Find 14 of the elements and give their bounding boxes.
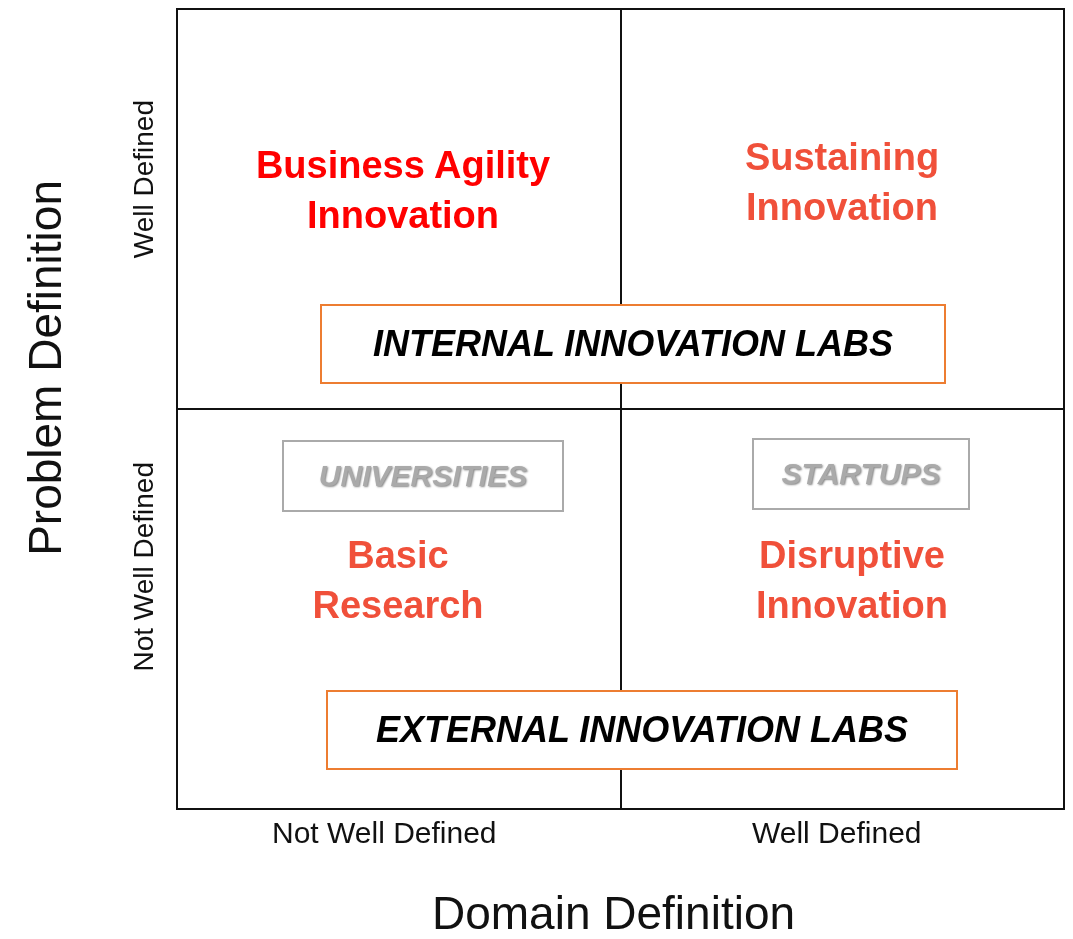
quadrant-title: Disruptive Innovation bbox=[754, 533, 950, 628]
axis-tick-label: Not Well Defined bbox=[272, 816, 497, 850]
quadrant-title: Sustaining Innovation bbox=[743, 135, 941, 230]
label-banner: EXTERNAL INNOVATION LABS bbox=[326, 690, 958, 770]
quadrant-title: Business Agility Innovation bbox=[254, 143, 552, 238]
axis-title: Problem Definition bbox=[18, 180, 72, 556]
quadrant-title: Basic Research bbox=[311, 533, 485, 628]
axis-tick-label: Well Defined bbox=[752, 816, 922, 850]
axis-tick-label: Not Well Defined bbox=[128, 462, 160, 672]
category-tag: STARTUPS bbox=[752, 438, 970, 510]
axis-tick-label: Well Defined bbox=[128, 100, 160, 259]
category-tag: UNIVERSITIES bbox=[282, 440, 564, 512]
axis-title: Domain Definition bbox=[432, 886, 796, 939]
label-banner: INTERNAL INNOVATION LABS bbox=[320, 304, 946, 384]
